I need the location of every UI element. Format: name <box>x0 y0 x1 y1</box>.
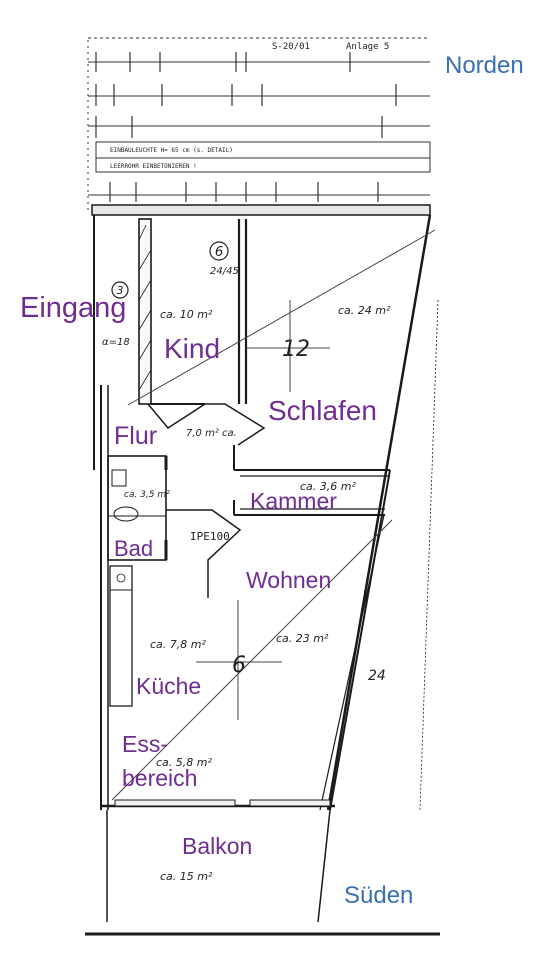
axis-6-label: 6 <box>232 653 246 678</box>
compass-north: Norden <box>445 52 524 79</box>
dimension-strips <box>87 37 431 210</box>
room-label-kammer: Kammer <box>250 488 337 514</box>
room-label-kueche: Küche <box>136 673 201 699</box>
area-kind: ca. 10 m² <box>160 308 213 321</box>
room-label-eingang: Eingang <box>20 292 126 324</box>
beam-label: IPE100 <box>190 530 230 543</box>
area-ess: ca. 5,8 m² <box>156 756 212 769</box>
area-kueche: ca. 7,8 m² <box>150 638 206 651</box>
detail-marker-3 <box>111 281 129 299</box>
axis-12-label: 12 <box>282 337 310 362</box>
note-line-2: LEERROHR EINBETONIEREN ! <box>110 163 197 170</box>
detail-reference: 24/45 <box>210 266 239 277</box>
area-balkon: ca. 15 m² <box>160 870 213 883</box>
detail-marker-6-number: 6 <box>215 245 223 260</box>
note-line-1: EINBAULEUCHTE H= 65 cm (s. DETAIL) <box>110 147 233 154</box>
sheet-number: S-20/01 <box>272 42 310 52</box>
walls <box>85 204 440 936</box>
area-flur: 7,0 m² ca. <box>186 428 237 439</box>
room-label-kind: Kind <box>164 333 220 364</box>
area-bad: ca. 3,5 m² <box>124 490 170 500</box>
room-label-essbereich-line2: bereich <box>122 765 197 791</box>
attachment-label: Anlage 5 <box>346 42 389 52</box>
room-label-flur: Flur <box>114 422 157 450</box>
compass-south: Süden <box>344 882 413 909</box>
room-label-bad: Bad <box>114 536 153 561</box>
axis-lines <box>111 229 436 801</box>
wall-thickness-label: 24 <box>368 668 386 684</box>
area-wohnen: ca. 23 m² <box>276 632 329 645</box>
room-label-balkon: Balkon <box>182 833 252 859</box>
area-schlafen: ca. 24 m² <box>338 304 391 317</box>
room-label-wohnen: Wohnen <box>246 567 331 593</box>
room-label-essbereich-line1: Ess- <box>122 731 168 757</box>
detail-marker-6 <box>209 241 229 261</box>
detail-marker-3-number: 3 <box>117 284 124 297</box>
area-kammer: ca. 3,6 m² <box>300 480 356 493</box>
alpha-annotation: α=18 <box>102 337 130 348</box>
room-label-schlafen: Schlafen <box>268 395 377 426</box>
